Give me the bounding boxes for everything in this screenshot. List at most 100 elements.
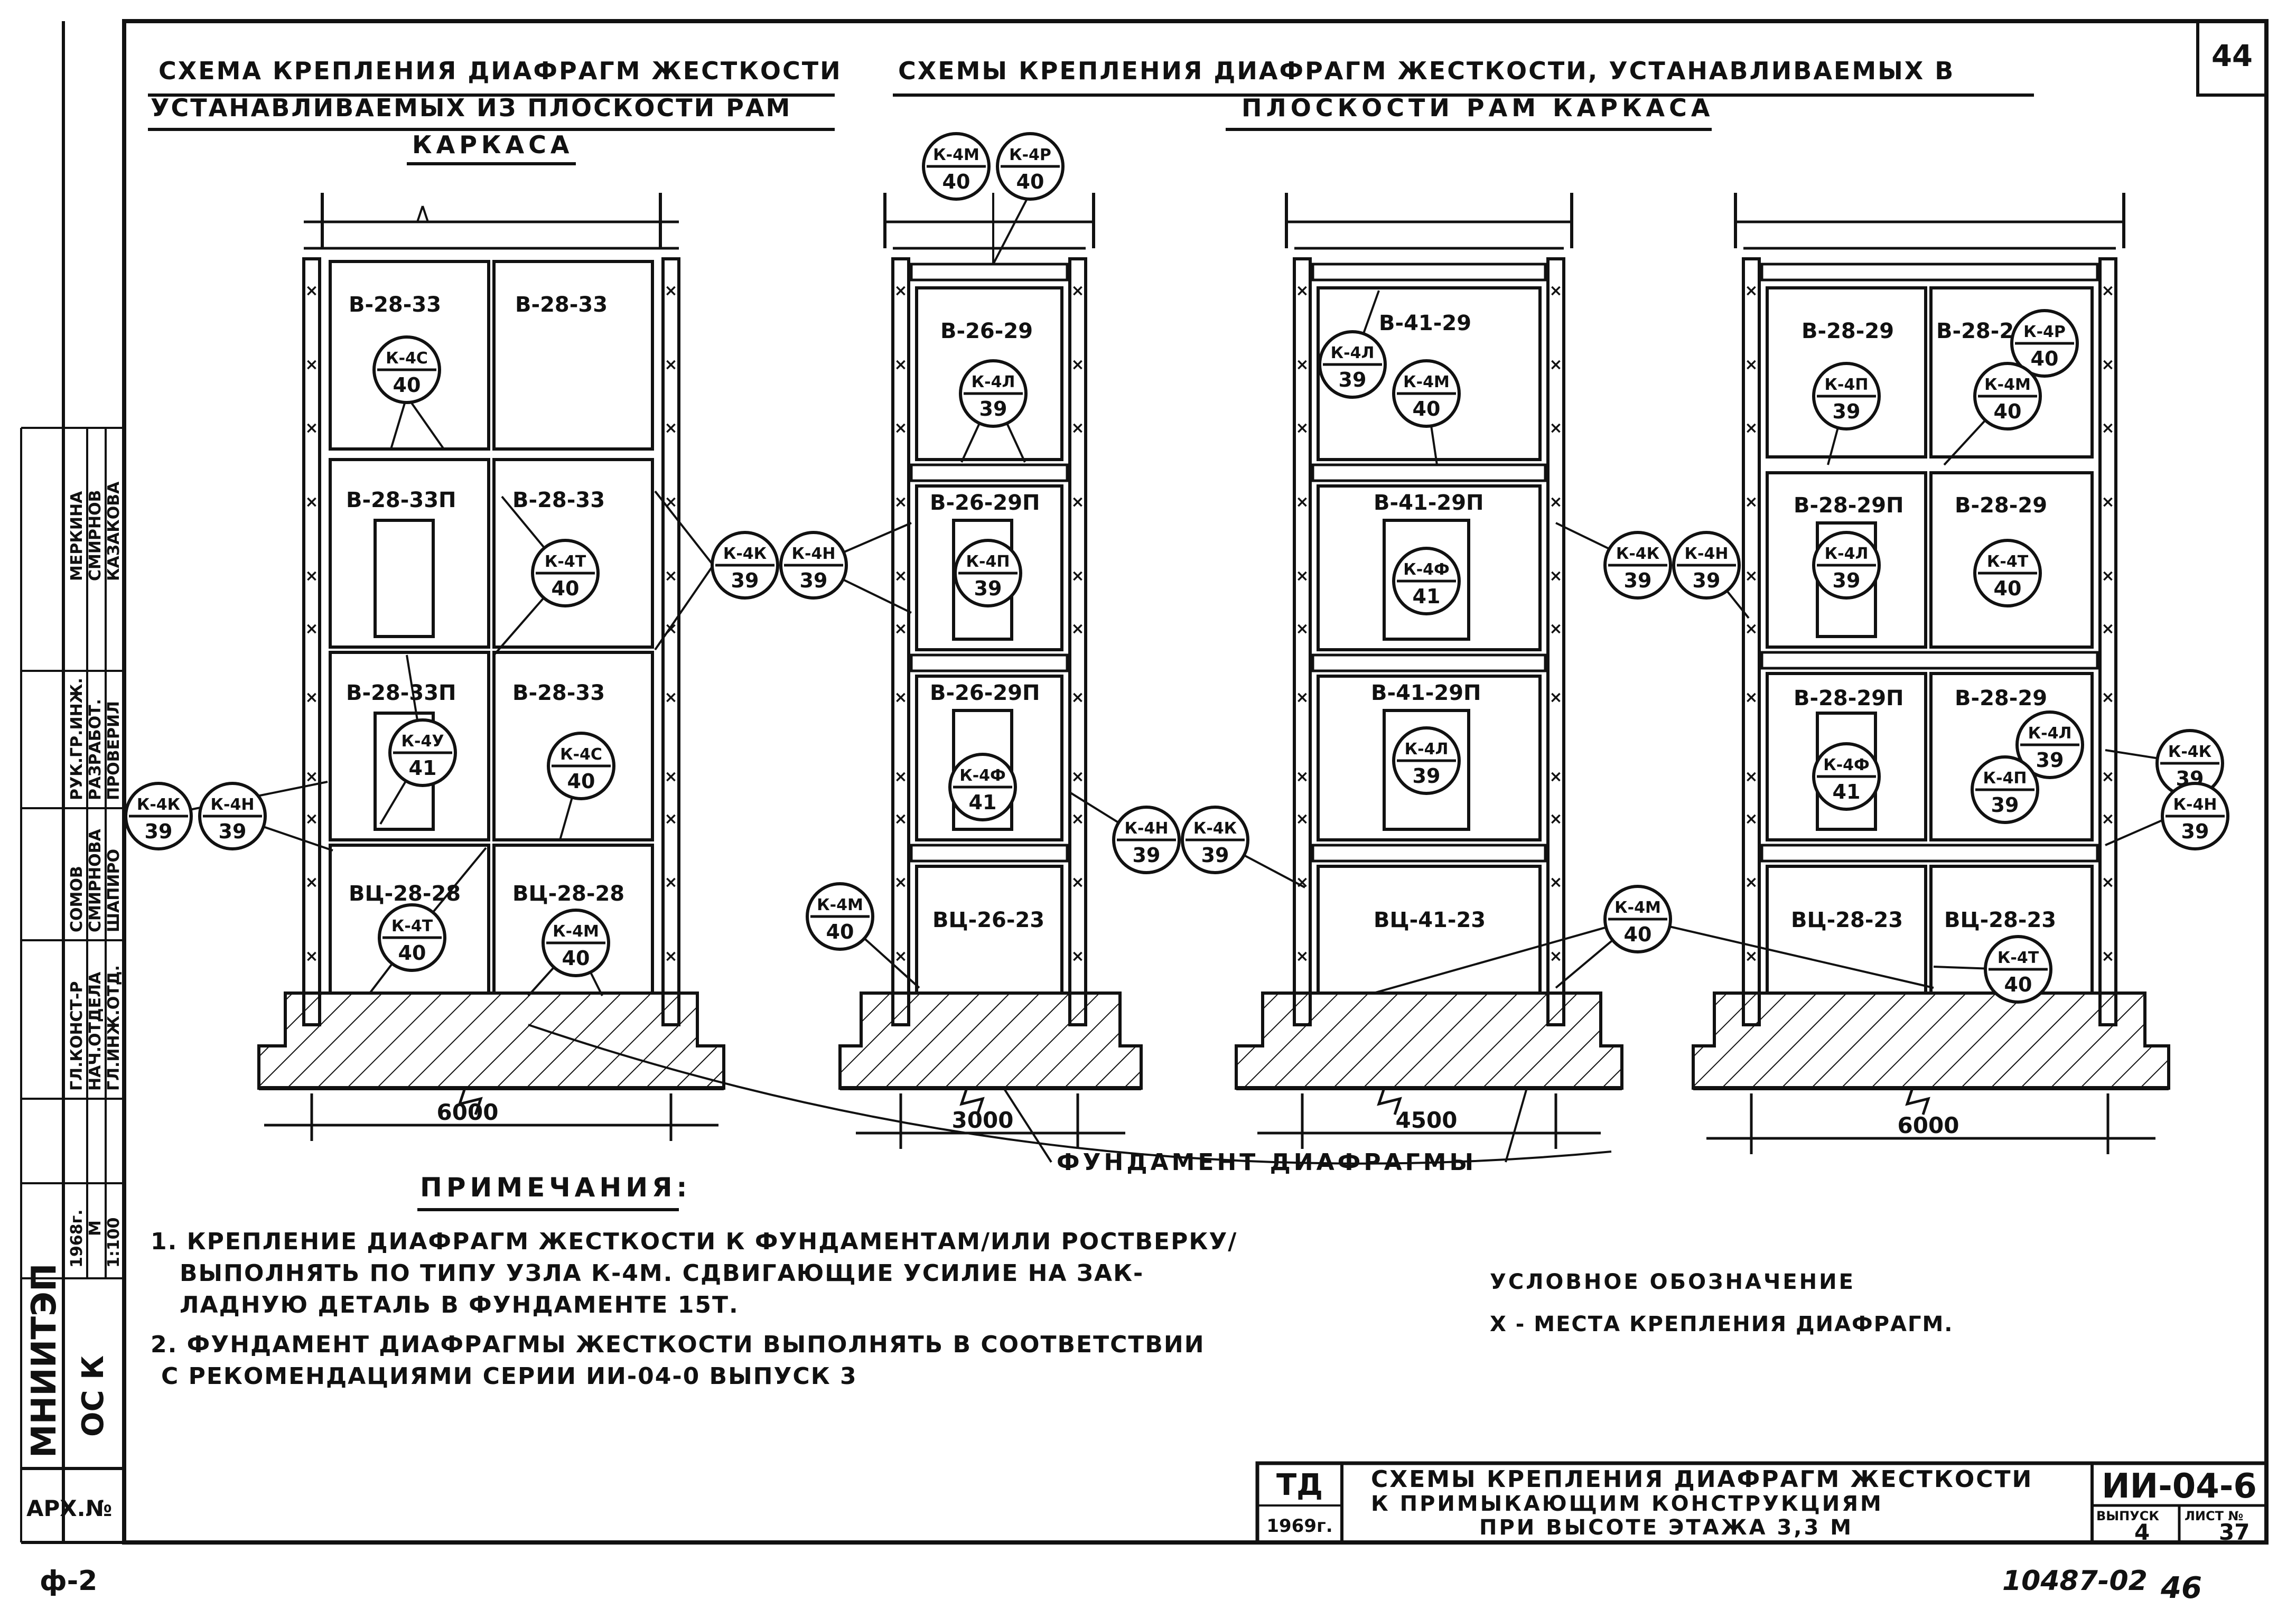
node-code: К-4Т [1998, 949, 2039, 967]
diaphragm-panel [1929, 286, 2094, 459]
frame-1: В-28-33 В-28-33 В-28-33П В-28-33 В-28-33… [257, 193, 725, 1115]
node-code: К-4К [2168, 743, 2212, 761]
attachment-mark: × [1744, 419, 1758, 437]
node-sheet: 39 [1833, 569, 1861, 592]
node-sheet: 40 [942, 170, 970, 193]
dimensions: 6000 3000 4500 6000 [264, 1093, 2155, 1154]
node-markers: К-4С40К-4Т40К-4У41К-4С40К-4Т40К-4М40К-4М… [124, 132, 2229, 1004]
node-code: К-4М [1403, 373, 1450, 391]
attachment-mark: × [1549, 810, 1562, 828]
door-opening [1383, 519, 1470, 641]
node-sheet: 40 [1413, 397, 1441, 420]
node-sheet: 39 [2036, 749, 2064, 772]
node-code: К-4К [1193, 819, 1237, 838]
right-heading-line-1: СХЕМЫ КРЕПЛЕНИЯ ДИАФРАГМ ЖЕСТКОСТИ, УСТА… [898, 57, 1955, 85]
node-code: К-4П [966, 553, 1010, 571]
note-line: ЛАДНУЮ ДЕТАЛЬ В ФУНДАМЕНТЕ 15Т. [180, 1292, 739, 1318]
node-code: К-4М [553, 922, 599, 941]
attachment-mark: × [894, 356, 907, 374]
attachment-mark: × [1295, 620, 1309, 638]
stamp-role-5: РАЗРАБОТ. [86, 699, 105, 800]
attachment-mark: × [894, 620, 907, 638]
page-number: 44 [2211, 39, 2253, 73]
attachment-mark: × [1744, 688, 1758, 707]
node-code: К-4С [386, 349, 428, 368]
panel-label: В-26-29П [930, 491, 1040, 515]
attachment-mark: × [2101, 620, 2114, 638]
node-marker: К-4П 39 [954, 539, 1022, 607]
panel-label: ВЦ-28-28 [349, 882, 461, 906]
node-sheet: 39 [979, 397, 1007, 420]
panel-label: В-26-29 [940, 319, 1033, 343]
diaphragm-panel [1317, 286, 1542, 461]
node-sheet: 39 [731, 569, 759, 592]
attachment-mark: × [894, 419, 907, 437]
node-code: К-4Н [2173, 796, 2217, 814]
attachment-mark: × [2101, 567, 2114, 585]
stamp-name-1: СОМОВ [68, 866, 86, 932]
attachment-mark: × [1744, 620, 1758, 638]
diaphragm-panel [1766, 672, 1927, 841]
diaphragm-panel [915, 286, 1063, 461]
attachment-mark: × [305, 282, 318, 300]
attachment-mark: × [1744, 282, 1758, 300]
stamp-scale: 1:100 [105, 1218, 123, 1268]
node-code: К-4У [402, 732, 444, 751]
stamp-name-5: СМИРНОВ [86, 490, 105, 581]
bottom-page: 46 [2160, 1571, 2202, 1605]
left-stamp: ГЛ.КОНСТ-Р НАЧ.ОТДЕЛА ГЛ.ИНЖ.ОТД. РУК.ГР… [20, 21, 126, 1544]
attachment-mark: × [305, 873, 318, 892]
attachment-mark: × [894, 873, 907, 892]
beam [1760, 651, 2099, 670]
attachment-mark: × [664, 356, 677, 374]
attachment-mark: × [664, 768, 677, 786]
attachment-mark: × [664, 282, 677, 300]
note-line: 2. ФУНДАМЕНТ ДИАФРАГМЫ ЖЕСТКОСТИ ВЫПОЛНЯ… [151, 1331, 1205, 1358]
bottom-number: 10487-02 [2002, 1565, 2148, 1597]
panel-label: В-28-33П [346, 488, 456, 512]
issue-label: ВЫПУСК [2096, 1509, 2159, 1523]
node-code: К-4П [1825, 376, 1869, 394]
attachment-mark: × [1295, 873, 1309, 892]
node-sheet: 39 [1693, 569, 1721, 592]
node-sheet: 40 [567, 770, 595, 793]
diaphragm-panel [915, 675, 1063, 841]
bottom-left-code: ф-2 [40, 1565, 97, 1597]
frame-2: В-26-29 В-26-29П В-26-29П ВЦ-26-23 [838, 193, 1143, 1115]
attachment-mark: × [1295, 688, 1309, 707]
attachment-mark: × [664, 947, 677, 966]
stamp-role-1: ГЛ.КОНСТ-Р [68, 981, 86, 1091]
node-sheet: 40 [398, 941, 426, 965]
node-sheet: 39 [974, 577, 1002, 600]
stamp-name-6: КАЗАКОВА [105, 481, 123, 581]
node-sheet: 39 [1413, 764, 1441, 788]
attachment-mark: × [1744, 567, 1758, 585]
attachment-mark: × [305, 947, 318, 966]
panel-label: В-28-33П [346, 681, 456, 705]
attachment-mark: × [305, 567, 318, 585]
attachment-mark: × [1744, 768, 1758, 786]
foundation-hatch [1692, 991, 2170, 1090]
attachment-mark: × [1071, 873, 1084, 892]
node-sheet: 40 [2004, 973, 2032, 996]
node-sheet: 41 [1413, 585, 1441, 608]
stamp-role-4: РУК.ГР.ИНЖ. [68, 678, 86, 800]
node-sheet: 40 [1994, 577, 2022, 600]
node-code: К-4Р [2023, 323, 2066, 341]
node-sheet: 40 [1016, 170, 1044, 193]
panel-label: ВЦ-28-23 [1944, 908, 2056, 932]
